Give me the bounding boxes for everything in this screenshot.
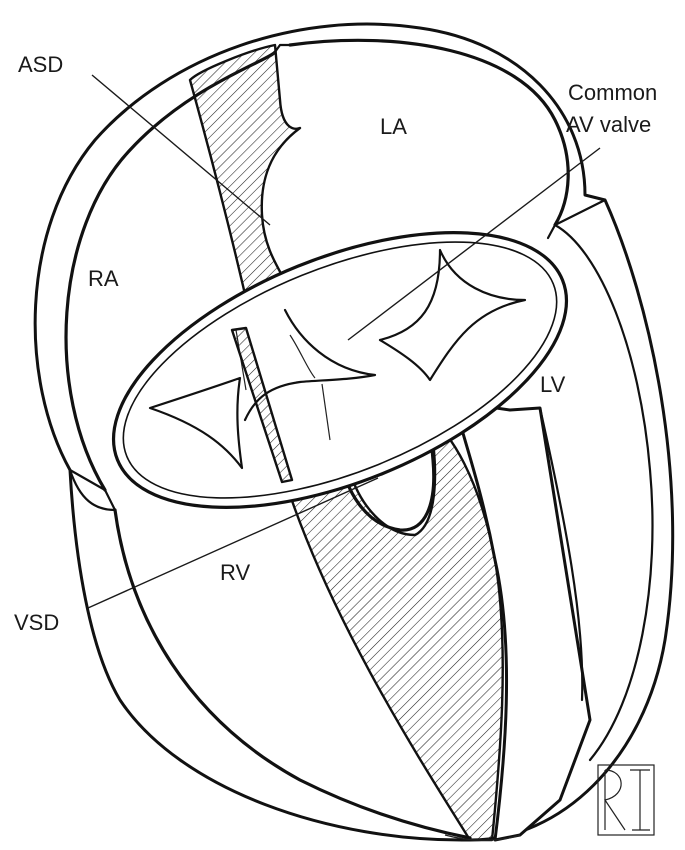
label-rv: RV — [220, 560, 250, 585]
label-lv: LV — [540, 372, 566, 397]
label-asd: ASD — [18, 52, 63, 77]
label-av-valve: AV valve — [566, 112, 651, 137]
label-vsd: VSD — [14, 610, 59, 635]
label-ra: RA — [88, 266, 119, 291]
label-common: Common — [568, 80, 657, 105]
label-la: LA — [380, 114, 407, 139]
rt-logo — [598, 765, 654, 835]
